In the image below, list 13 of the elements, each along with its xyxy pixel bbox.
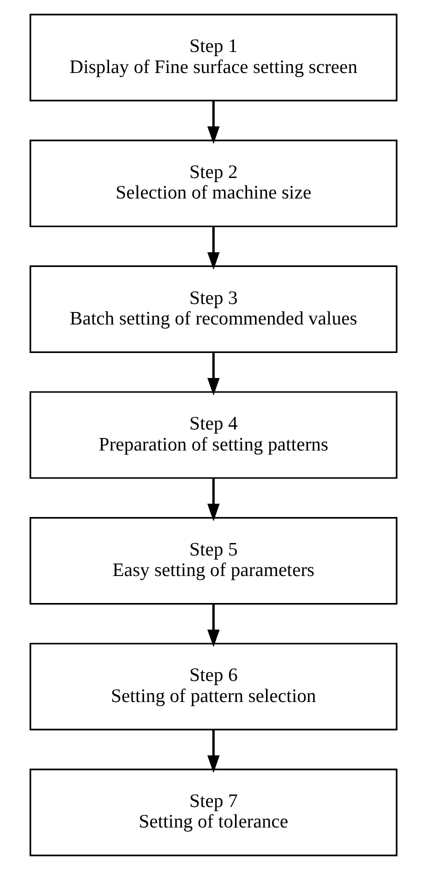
arrow (207, 100, 220, 144)
arrow (207, 730, 220, 773)
arrow (207, 478, 220, 522)
arrow (207, 604, 220, 648)
node-box: Step 5 Easy setting of parameters (30, 517, 398, 605)
node-box: Step 6 Setting of pattern selection (30, 642, 398, 730)
arrow (207, 352, 220, 396)
node-box: Step 3 Batch setting of recommended values (30, 265, 398, 353)
node-box: Step 1 Display of Fine surface setting screen (30, 14, 398, 102)
node-box: Step 7 Setting of tolerance (30, 768, 398, 856)
node-box: Step 4 Preparation of setting patterns (30, 391, 398, 479)
arrow (207, 226, 220, 270)
node-box: Step 2 Selection of machine size (30, 140, 398, 228)
